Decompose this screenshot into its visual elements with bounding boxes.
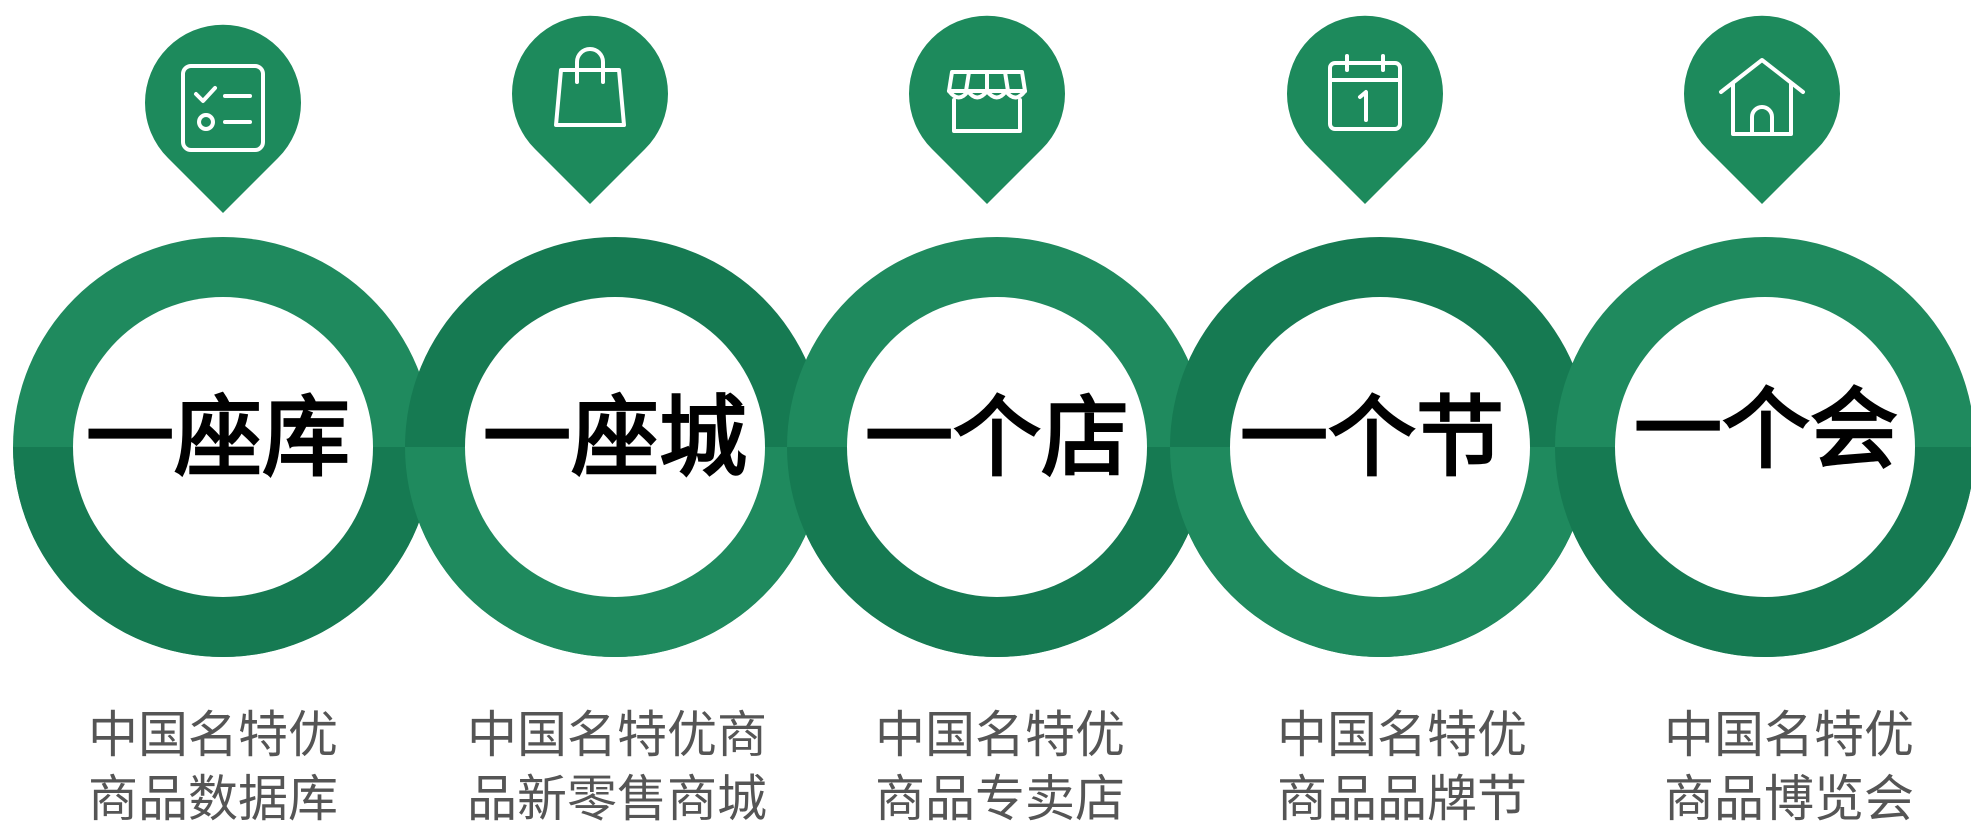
title-3: 一个店	[865, 386, 1129, 489]
ring-5	[1555, 237, 1971, 657]
title-4: 一个节	[1240, 386, 1504, 489]
titles: 一座库 一座城 一个店 一个节 一个会	[86, 378, 1898, 489]
rings	[13, 237, 1971, 657]
desc-4-line-1: 中国名特优	[1277, 706, 1527, 764]
desc-3-line-1: 中国名特优	[875, 706, 1125, 764]
title-2: 一座城	[483, 386, 747, 489]
shopping-bag-icon	[554, 47, 626, 127]
pin-5	[1684, 15, 1840, 204]
desc-2-line-2: 品新零售商城	[467, 770, 767, 825]
ring-1	[13, 237, 433, 657]
ring-2	[405, 237, 825, 657]
pin-1	[145, 24, 301, 213]
house-icon	[1719, 58, 1805, 136]
pin-2	[512, 15, 668, 205]
desc-1-line-1: 中国名特优	[88, 706, 338, 764]
desc-2-line-1: 中国名特优商	[467, 706, 767, 764]
calendar-icon	[1328, 54, 1402, 131]
desc-5-line-1: 中国名特优	[1664, 706, 1914, 764]
pin-3	[909, 15, 1066, 204]
ring-4	[1170, 237, 1590, 657]
pin-4	[1287, 15, 1444, 204]
desc-4-line-2: 商品品牌节	[1277, 770, 1527, 825]
checklist-icon	[181, 64, 265, 152]
descriptions: 中国名特优 商品数据库 中国名特优商 品新零售商城 中国名特优 商品专卖店 中国…	[88, 706, 1914, 825]
storefront-icon	[947, 70, 1027, 133]
desc-3-line-2: 商品专卖店	[875, 770, 1125, 825]
desc-1-line-2: 商品数据库	[88, 770, 338, 825]
desc-5-line-2: 商品博览会	[1664, 770, 1914, 825]
title-1: 一座库	[86, 386, 350, 489]
pins	[145, 15, 1840, 213]
title-5: 一个会	[1634, 378, 1898, 481]
ring-3	[787, 237, 1207, 657]
